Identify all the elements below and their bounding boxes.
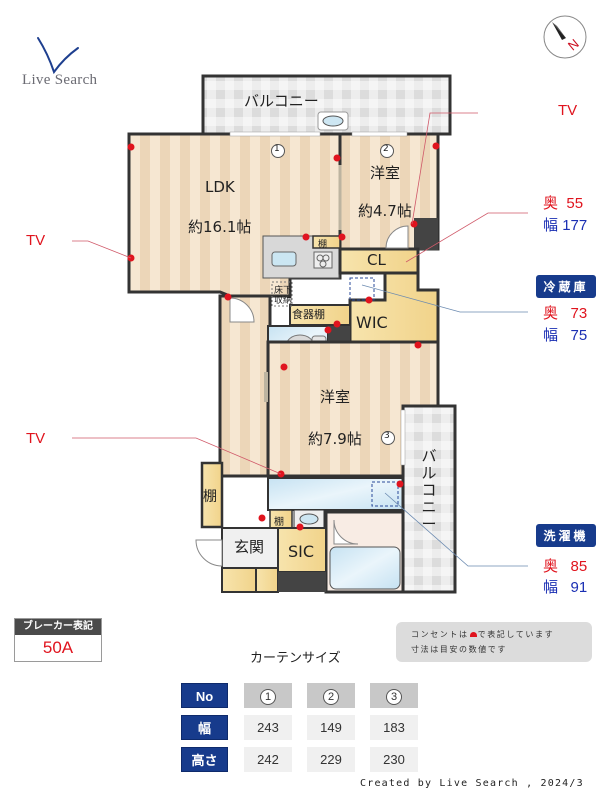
curtain-table-title: カーテンサイズ: [250, 651, 341, 666]
width-value-2: 149: [307, 715, 355, 740]
western-room-2-label: 洋室: [370, 164, 401, 182]
shelf-wash-label: 棚: [274, 517, 284, 528]
ldk-size: 約16.1帖: [188, 218, 252, 236]
fridge-width: 幅 75: [543, 327, 588, 344]
closet-label: CL: [367, 251, 386, 269]
live-search-logo-icon: [37, 37, 79, 75]
width-value-3: 183: [370, 715, 418, 740]
legend-note: コンセントはで表記しています 寸法は目安の数値です: [396, 622, 592, 662]
logo-text: Live Search: [22, 72, 98, 88]
balcony-top-label: バルコニー: [244, 92, 319, 110]
dish-shelf-label: 食器棚: [292, 308, 325, 321]
western-room-3-size: 約7.9帖: [308, 430, 362, 448]
sic: [277, 527, 327, 573]
entrance-label: 玄関: [234, 538, 265, 556]
closet: [338, 247, 420, 275]
floor-plan: [72, 74, 528, 594]
outlet-marker-icon: [469, 632, 477, 637]
underfloor-storage-label-1: 床下: [274, 286, 293, 296]
tv-label-ldk: TV: [26, 232, 46, 249]
closet-depth: 奥 55: [543, 195, 584, 212]
breaker-box: ブレーカー表記 50A: [14, 618, 102, 662]
height-value-1: 242: [244, 747, 292, 772]
western-room-2-size: 約4.7帖: [358, 202, 412, 220]
width-value-1: 243: [244, 715, 292, 740]
window-marker-1: 1: [274, 144, 280, 154]
western-room-3-label: 洋室: [320, 388, 351, 406]
fridge-badge: 冷蔵庫: [536, 275, 596, 298]
shelf-kitchen-label: 棚: [318, 240, 328, 250]
note-line-2: 寸法は目安の数値です: [411, 645, 507, 654]
breaker-header: ブレーカー表記: [15, 619, 101, 635]
height-value-2: 229: [307, 747, 355, 772]
footer-credit: Created by Live Search , 2024/3: [360, 778, 584, 789]
shelf-entry-label: 棚: [203, 489, 217, 505]
window-marker-2: 2: [383, 144, 389, 154]
col-header-1: 1: [244, 683, 292, 708]
row-header-width: 幅: [181, 715, 228, 740]
washroom: [267, 477, 404, 511]
wic-label: WIC: [356, 313, 388, 332]
compass-north-icon: N: [543, 15, 587, 59]
washer-badge: 洗濯機: [536, 524, 596, 547]
row-header-height: 高さ: [181, 747, 228, 772]
height-value-3: 230: [370, 747, 418, 772]
balcony-side: [401, 404, 457, 594]
closet-width: 幅 177: [543, 217, 588, 234]
breaker-value: 50A: [42, 638, 74, 657]
sic-label: SIC: [288, 542, 315, 561]
col-header-2: 2: [307, 683, 355, 708]
balcony-side-label: バルコニー: [421, 447, 437, 533]
washer-width: 幅 91: [543, 579, 588, 596]
fridge-depth: 奥 73: [543, 305, 588, 322]
washer-depth: 奥 85: [543, 558, 588, 575]
underfloor-storage-label-2: 収納: [274, 296, 293, 306]
ldk-label: LDK: [205, 178, 235, 196]
note-line-1: コンセントはで表記しています: [411, 630, 555, 639]
tv-label-western3: TV: [26, 430, 46, 447]
row-header-no: No: [181, 683, 228, 708]
tv-label-western2: TV: [558, 102, 578, 119]
col-header-3: 3: [370, 683, 418, 708]
window-marker-3: 3: [384, 431, 390, 441]
